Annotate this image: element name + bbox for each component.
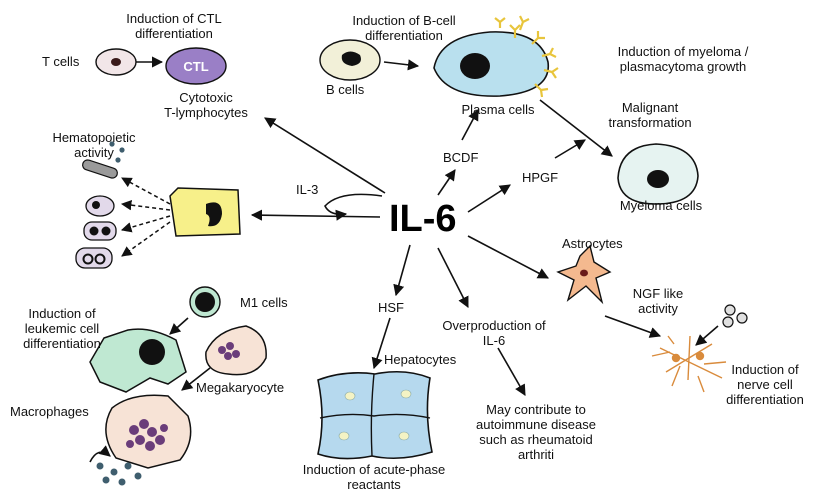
center-title-il6: IL-6: [389, 198, 457, 240]
neurons: [651, 335, 727, 393]
il3-label: IL-3: [296, 182, 319, 197]
arrow-hpgf-up: [554, 139, 586, 159]
arrow-to-astrocytes: [467, 235, 549, 279]
yellow-cell: [169, 187, 241, 237]
ngf-dots: [722, 304, 748, 328]
hepatocytes-label: Hepatocytes: [384, 352, 457, 367]
arrow-to-autoimmune: [497, 347, 526, 396]
arrow-plasma-myeloma: [539, 99, 613, 157]
ctl-label: CTL: [183, 59, 209, 74]
myeloma-induction-label: Induction of myeloma /plasmacytoma growt…: [617, 44, 749, 74]
dashed-arrow-2: [120, 199, 171, 211]
b-cells-label: B cells: [326, 82, 365, 97]
astrocytes-label: Astrocytes: [562, 236, 623, 251]
arrow-to-plasma: [461, 109, 479, 141]
arrow-dots-curve: [89, 445, 111, 463]
arrow-to-yellow-cell: [250, 209, 381, 221]
il6-arrows: [89, 56, 719, 463]
plasma-cells-label: Plasma cells: [461, 102, 535, 117]
small-cell-1: [85, 195, 115, 217]
arrow-to-ctl: [264, 117, 386, 194]
dashed-arrow-4: [121, 221, 171, 257]
hematopoietic-cells: [75, 141, 125, 269]
myeloma-cell: [617, 143, 699, 205]
macrophage-lower: [105, 394, 192, 469]
bcdf-label: BCDF: [443, 150, 479, 165]
arrow-mega-macrophage: [181, 367, 211, 391]
plasma-cell: [433, 15, 559, 98]
ctl-cell: [165, 47, 227, 85]
small-cell-2: [83, 221, 117, 241]
astrocyte: [556, 244, 612, 305]
arrow-astro-nerve: [604, 315, 662, 338]
dashed-arrow-1: [121, 177, 171, 205]
macrophage-dots: [96, 462, 142, 486]
arrow-to-hsf: [393, 244, 411, 297]
hepatocytes: [317, 370, 433, 460]
hematopoietic-arrows: [120, 177, 171, 257]
arrow-to-bcdf: [437, 169, 456, 196]
rod-cell: [82, 159, 118, 179]
small-cell-3: [75, 247, 113, 269]
b-cell: [319, 39, 381, 81]
arrow-to-hpgf: [467, 184, 511, 213]
hsf-label: HSF: [378, 300, 404, 315]
megakaryocyte: [205, 325, 267, 376]
t-cell: [95, 48, 137, 76]
arrow-bcell-plasma: [383, 59, 420, 71]
t-cells-label: T cells: [42, 54, 80, 69]
arrow-dots-nerve: [695, 325, 719, 346]
dashed-arrow-3: [120, 215, 171, 233]
arrow-to-overproduction: [437, 247, 469, 308]
macrophages-label: Macrophages: [10, 404, 89, 419]
myeloma-cells-label: Myeloma cells: [619, 198, 703, 213]
arrow-il3-curve: [324, 193, 383, 221]
arrow-hsf-hepatocytes: [371, 317, 391, 370]
hpgf-label: HPGF: [522, 170, 559, 185]
arrow-m1-macrophage: [169, 317, 189, 335]
megakaryocyte-label: Megakaryocyte: [196, 380, 285, 395]
m1-cell: [189, 286, 221, 318]
granule-dots: [109, 141, 125, 163]
m1-cells-label: M1 cells: [240, 295, 288, 310]
plasma-receptors: [494, 15, 559, 98]
macrophage-upper: [89, 328, 187, 393]
